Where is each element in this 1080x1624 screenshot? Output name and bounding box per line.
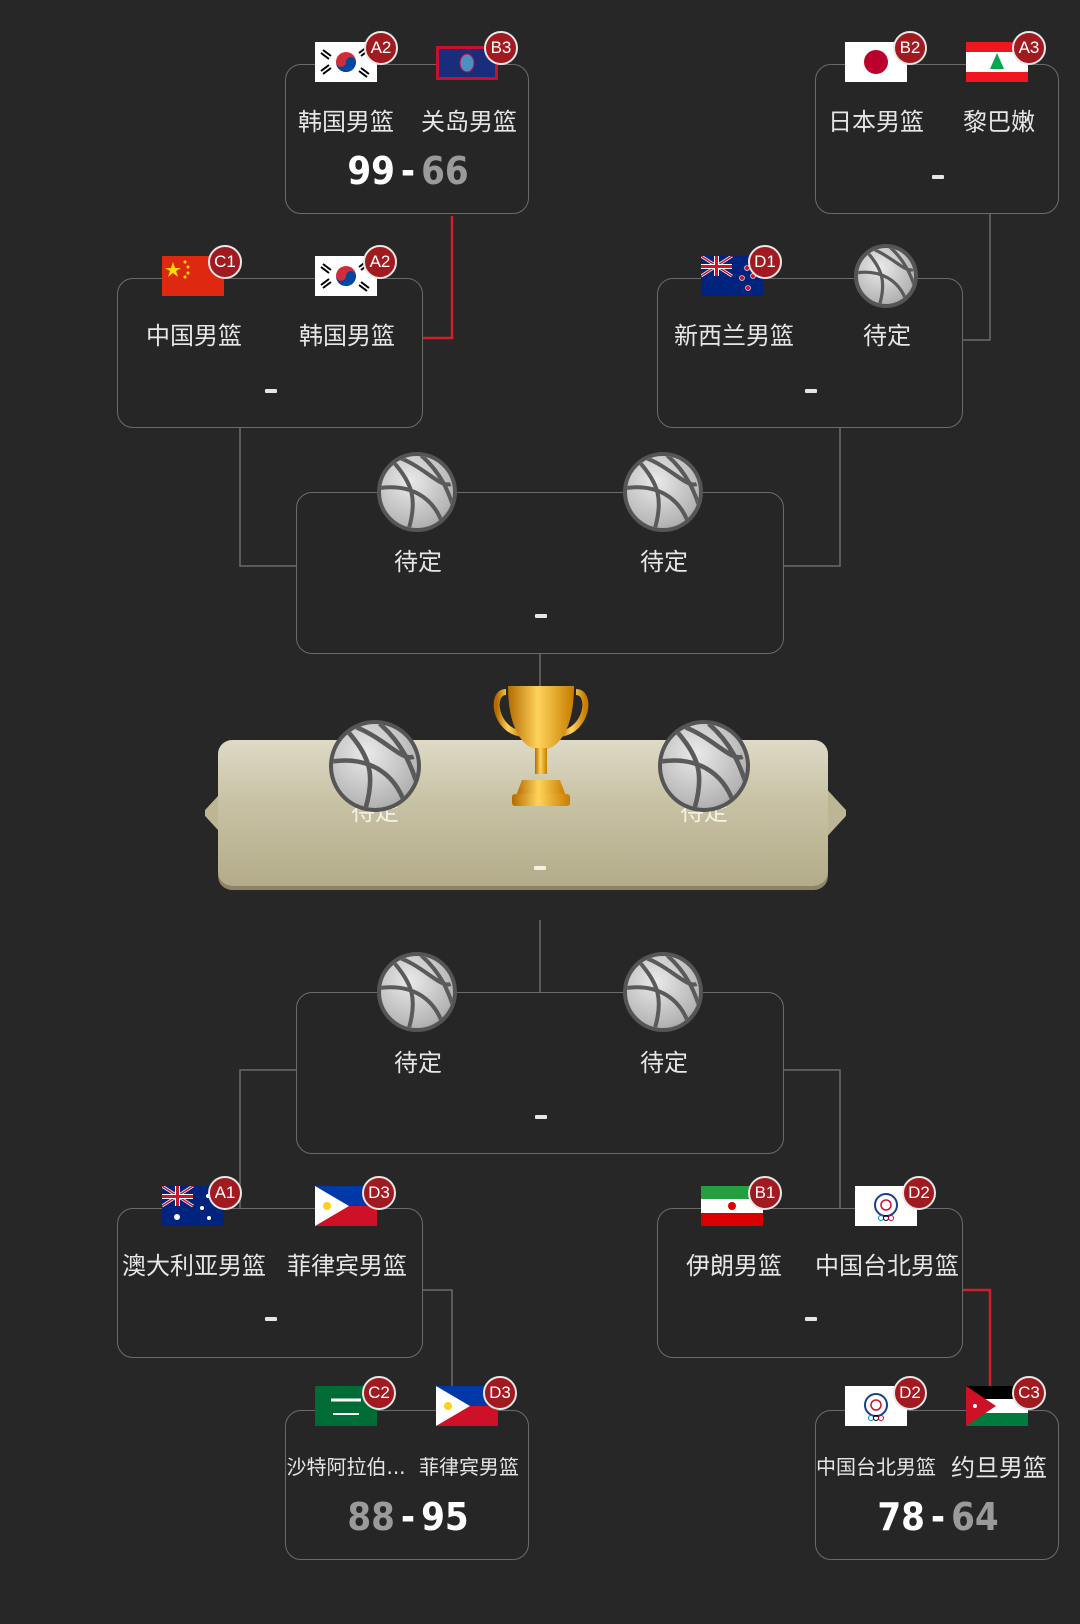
seed-badge: C3 <box>1012 1376 1046 1410</box>
match-card-iran-chinese-taipei[interactable]: 伊朗男篮 中国台北男篮 <box>657 1208 963 1358</box>
seed-badge: A1 <box>208 1176 242 1210</box>
basketball-icon <box>658 720 750 812</box>
team-name: 待定 <box>640 548 688 576</box>
team-name: 黎巴嫩 <box>963 108 1035 136</box>
philippines-flag <box>436 1386 498 1426</box>
match-card-china-korea[interactable]: 中国男篮 韩国男篮 <box>117 278 423 428</box>
match-card-australia-philippines[interactable]: 澳大利亚男篮 菲律宾男篮 <box>117 1208 423 1358</box>
match-card-nz-tbd[interactable]: 新西兰男篮 待定 <box>657 278 963 428</box>
guam-flag <box>436 46 498 80</box>
seed-badge: C2 <box>362 1376 396 1410</box>
score-placeholder <box>805 389 817 393</box>
basketball-icon <box>377 952 457 1032</box>
seed-badge: B3 <box>484 31 518 65</box>
team-name: 伊朗男篮 <box>686 1252 782 1280</box>
connector-line <box>962 214 991 341</box>
basketball-icon <box>623 452 703 532</box>
match-score: 78-64 <box>877 1495 999 1539</box>
connector-line <box>239 428 296 567</box>
winner-path-line <box>963 1288 992 1402</box>
seed-badge: B1 <box>748 1176 782 1210</box>
seed-badge: A3 <box>1012 31 1046 65</box>
seed-badge: D1 <box>748 245 782 279</box>
match-card-korea-guam[interactable]: 韩国男篮 关岛男篮 99-66 <box>285 64 529 214</box>
team-name: 菲律宾男篮 <box>287 1252 407 1280</box>
score-placeholder <box>535 614 547 618</box>
team-name: 中国台北男篮 <box>816 1455 936 1479</box>
team-name: 沙特阿拉伯... <box>286 1455 406 1479</box>
score-placeholder <box>265 389 277 393</box>
basketball-seams <box>381 956 453 1028</box>
team-name: 新西兰男篮 <box>674 322 794 350</box>
match-score: 88-95 <box>347 1495 469 1539</box>
japan-flag <box>845 42 907 82</box>
team-name: 日本男篮 <box>828 108 924 136</box>
match-card-bottom-semifinal[interactable]: 待定 待定 <box>296 992 784 1154</box>
match-card-top-semifinal[interactable]: 待定 待定 <box>296 492 784 654</box>
connector-line <box>784 428 841 567</box>
iran-flag <box>701 1186 763 1226</box>
philippines-flag <box>315 1186 377 1226</box>
team-name: 待定 <box>863 322 911 350</box>
basketball-seams <box>333 724 417 808</box>
seed-badge: D3 <box>483 1376 517 1410</box>
trophy-icon <box>492 684 590 814</box>
score-placeholder <box>265 1317 277 1321</box>
basketball-icon <box>377 452 457 532</box>
score-placeholder <box>932 175 944 179</box>
team-name: 中国男篮 <box>146 322 242 350</box>
score-placeholder <box>534 866 546 870</box>
score-placeholder <box>805 1317 817 1321</box>
team-name: 待定 <box>394 548 442 576</box>
seed-badge: D3 <box>362 1176 396 1210</box>
basketball-seams <box>858 248 914 304</box>
seed-badge: A2 <box>363 245 397 279</box>
basketball-icon <box>854 244 918 308</box>
match-card-japan-lebanon[interactable]: 日本男篮 黎巴嫩 <box>815 64 1059 214</box>
winner-path-line <box>423 216 454 340</box>
match-card-chinese-taipei-jordan[interactable]: 中国台北男篮 约旦男篮 78-64 <box>815 1410 1059 1560</box>
seed-badge: B2 <box>893 31 927 65</box>
seed-badge: A2 <box>364 31 398 65</box>
team-name: 约旦男篮 <box>951 1454 1047 1482</box>
connector-line <box>422 1289 453 1410</box>
connector-line <box>239 1069 296 1208</box>
seed-badge: C1 <box>208 245 242 279</box>
basketball-icon <box>329 720 421 812</box>
connector-line <box>784 1069 841 1208</box>
basketball-seams <box>662 724 746 808</box>
seed-badge: D2 <box>893 1376 927 1410</box>
team-name: 关岛男篮 <box>421 108 517 136</box>
basketball-seams <box>627 456 699 528</box>
match-card-saudi-philippines[interactable]: 沙特阿拉伯... 菲律宾男篮 88-95 <box>285 1410 529 1560</box>
team-name: 待定 <box>640 1049 688 1077</box>
basketball-seams <box>627 956 699 1028</box>
match-score: 99-66 <box>347 149 469 193</box>
team-name: 待定 <box>394 1049 442 1077</box>
team-name: 澳大利亚男篮 <box>122 1252 266 1280</box>
team-name: 菲律宾男篮 <box>419 1455 519 1479</box>
team-name: 韩国男篮 <box>298 108 394 136</box>
basketball-icon <box>623 952 703 1032</box>
team-name: 韩国男篮 <box>299 322 395 350</box>
basketball-seams <box>381 456 453 528</box>
team-name: 中国台北男篮 <box>815 1252 959 1280</box>
score-placeholder <box>535 1115 547 1119</box>
seed-badge: D2 <box>902 1176 936 1210</box>
